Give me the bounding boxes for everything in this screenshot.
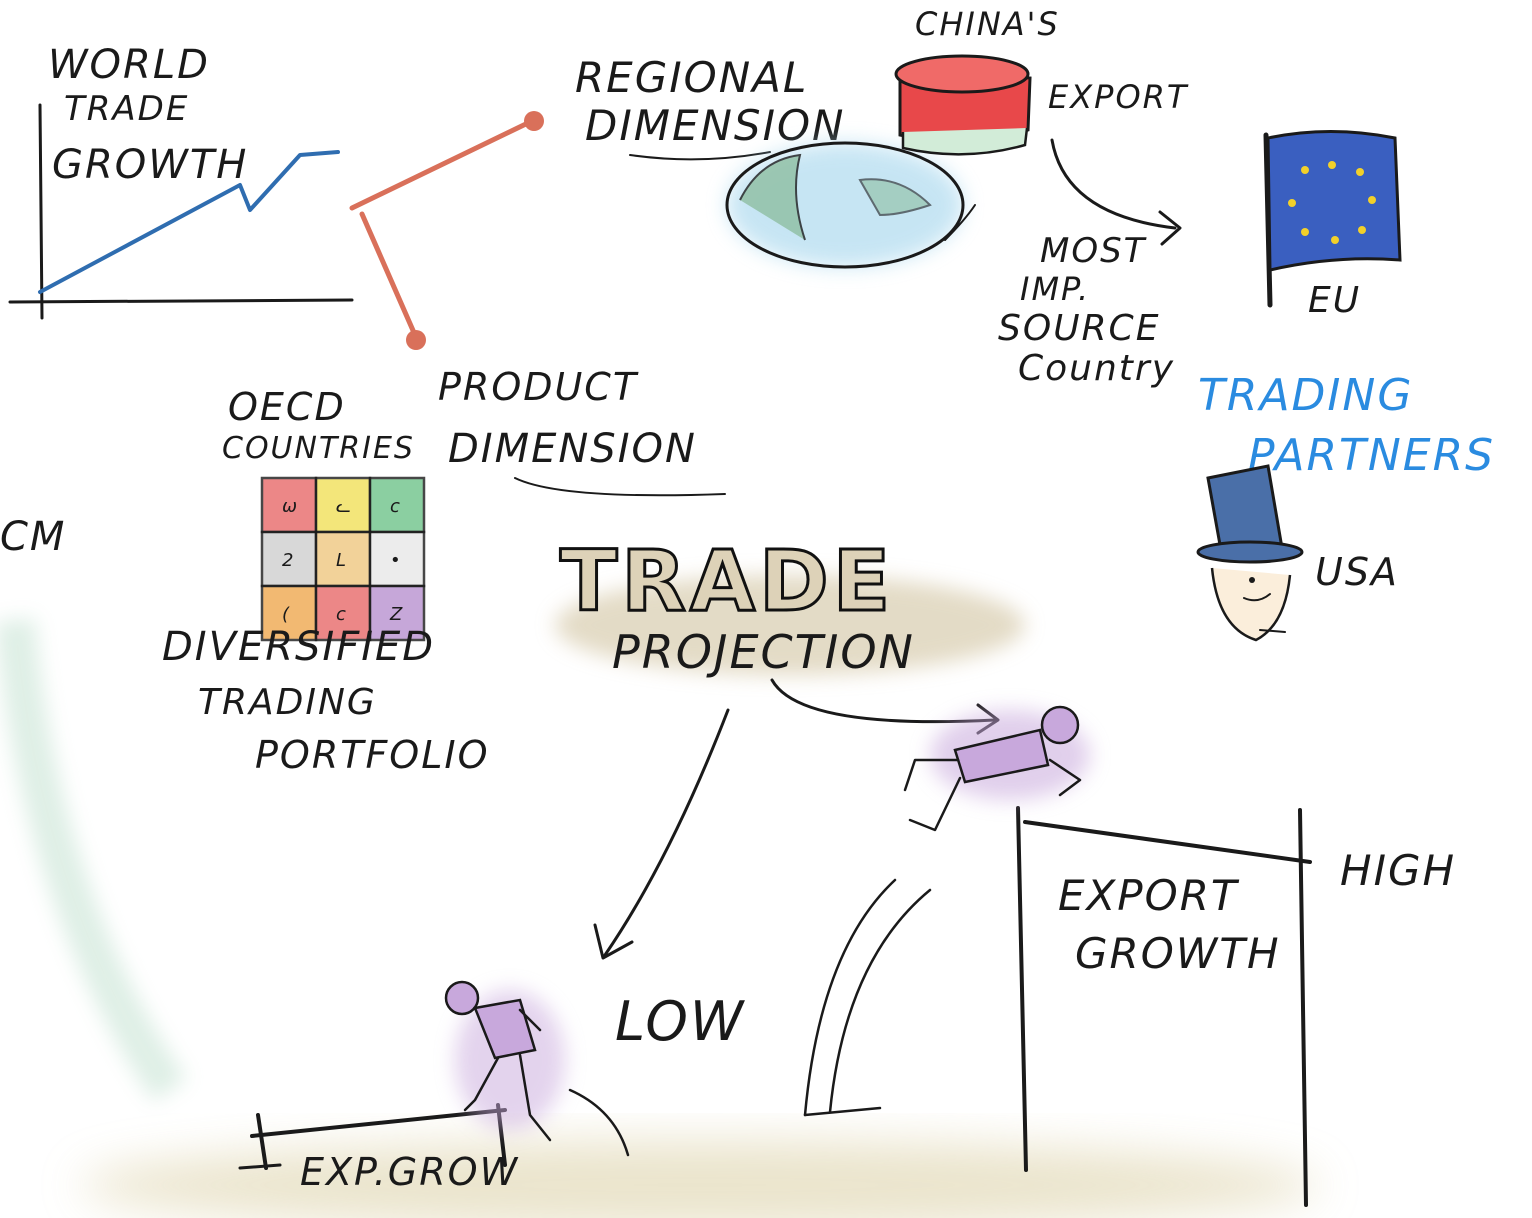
left-edge-fragment: CM	[0, 514, 66, 560]
source-label: SOURCE	[998, 308, 1160, 349]
arrow-to-eu	[1052, 140, 1180, 244]
low-jumper-figure	[446, 982, 565, 1140]
regional-dimension: REGIONAL DIMENSION	[575, 53, 845, 159]
ground-wash	[80, 1140, 1320, 1218]
oecd-grid-mark: ω	[282, 496, 299, 517]
export-label: EXPORT	[1048, 78, 1189, 116]
usa-uncle-sam-icon: USA	[1198, 466, 1399, 640]
oecd-grid-mark: Z	[389, 604, 404, 625]
low-label: LOW	[615, 990, 746, 1053]
high-hurdle: EXPORT GROWTH HIGH	[1018, 808, 1456, 1205]
growth-label-hurdle: GROWTH	[1075, 929, 1281, 978]
high-label: HIGH	[1340, 846, 1456, 895]
product-dimension-label: DIMENSION	[448, 426, 697, 472]
eu-flag-icon: EU	[1266, 132, 1400, 322]
oecd-grid-mark: •	[390, 550, 403, 571]
diversified-label: DIVERSIFIED	[162, 624, 435, 670]
oecd-grid-mark: c	[336, 604, 348, 625]
world-label: WORLD	[48, 42, 210, 88]
high-jumper-figure	[905, 707, 1090, 830]
trade-title: TRADE	[560, 532, 894, 630]
trading-partners: TRADING PARTNERS	[1198, 370, 1495, 481]
trade-projection-title: TRADE PROJECTION	[555, 532, 1025, 679]
export-label-hurdle: EXPORT	[1058, 871, 1240, 920]
diversified-portfolio: DIVERSIFIED TRADING PORTFOLIO	[162, 624, 490, 777]
growth-label: GROWTH	[52, 142, 248, 188]
portfolio-label: PORTFOLIO	[255, 733, 490, 777]
trade-label: TRADE	[64, 89, 189, 129]
regional-label: REGIONAL	[575, 53, 808, 102]
product-dimension: PRODUCT DIMENSION	[438, 365, 725, 495]
imp-label: IMP.	[1020, 270, 1090, 308]
oecd-grid-mark: c	[390, 496, 402, 517]
country-label: Country	[1018, 348, 1175, 389]
oecd-grid-mark: L	[336, 550, 348, 571]
partners-label: PARTNERS	[1248, 430, 1495, 481]
oecd-grid-mark: ᓚ	[336, 496, 353, 517]
product-label: PRODUCT	[438, 365, 639, 409]
dimension-label: DIMENSION	[585, 101, 845, 150]
most-important-source: MOST IMP. SOURCE Country	[998, 231, 1175, 389]
left-teal-arc	[15, 620, 170, 1090]
connector-dot-product	[406, 330, 426, 350]
oecd-grid-mark: 2	[282, 550, 295, 571]
oecd-grid-mark: (	[282, 604, 291, 625]
oecd-label: OECD	[228, 385, 346, 429]
countries-label: COUNTRIES	[222, 431, 415, 466]
eu-label: EU	[1308, 280, 1361, 321]
trading-label: TRADING	[1198, 370, 1413, 421]
most-label: MOST	[1040, 231, 1147, 271]
red-connector	[352, 111, 544, 350]
exp-grow-label: EXP.GROW	[300, 1150, 519, 1194]
connector-dot-regional	[524, 111, 544, 131]
china-label: CHINA'S	[915, 5, 1060, 43]
trading-portfolio-label: TRADING	[198, 682, 377, 723]
projection-subtitle: PROJECTION	[612, 625, 915, 679]
world-trade-growth-chart: WORLD TRADE GROWTH	[10, 42, 352, 318]
usa-label: USA	[1315, 550, 1399, 594]
china-export-marker: CHINA'S EXPORT	[896, 5, 1189, 154]
globe-icon	[727, 143, 975, 267]
arrow-to-low	[595, 710, 728, 958]
